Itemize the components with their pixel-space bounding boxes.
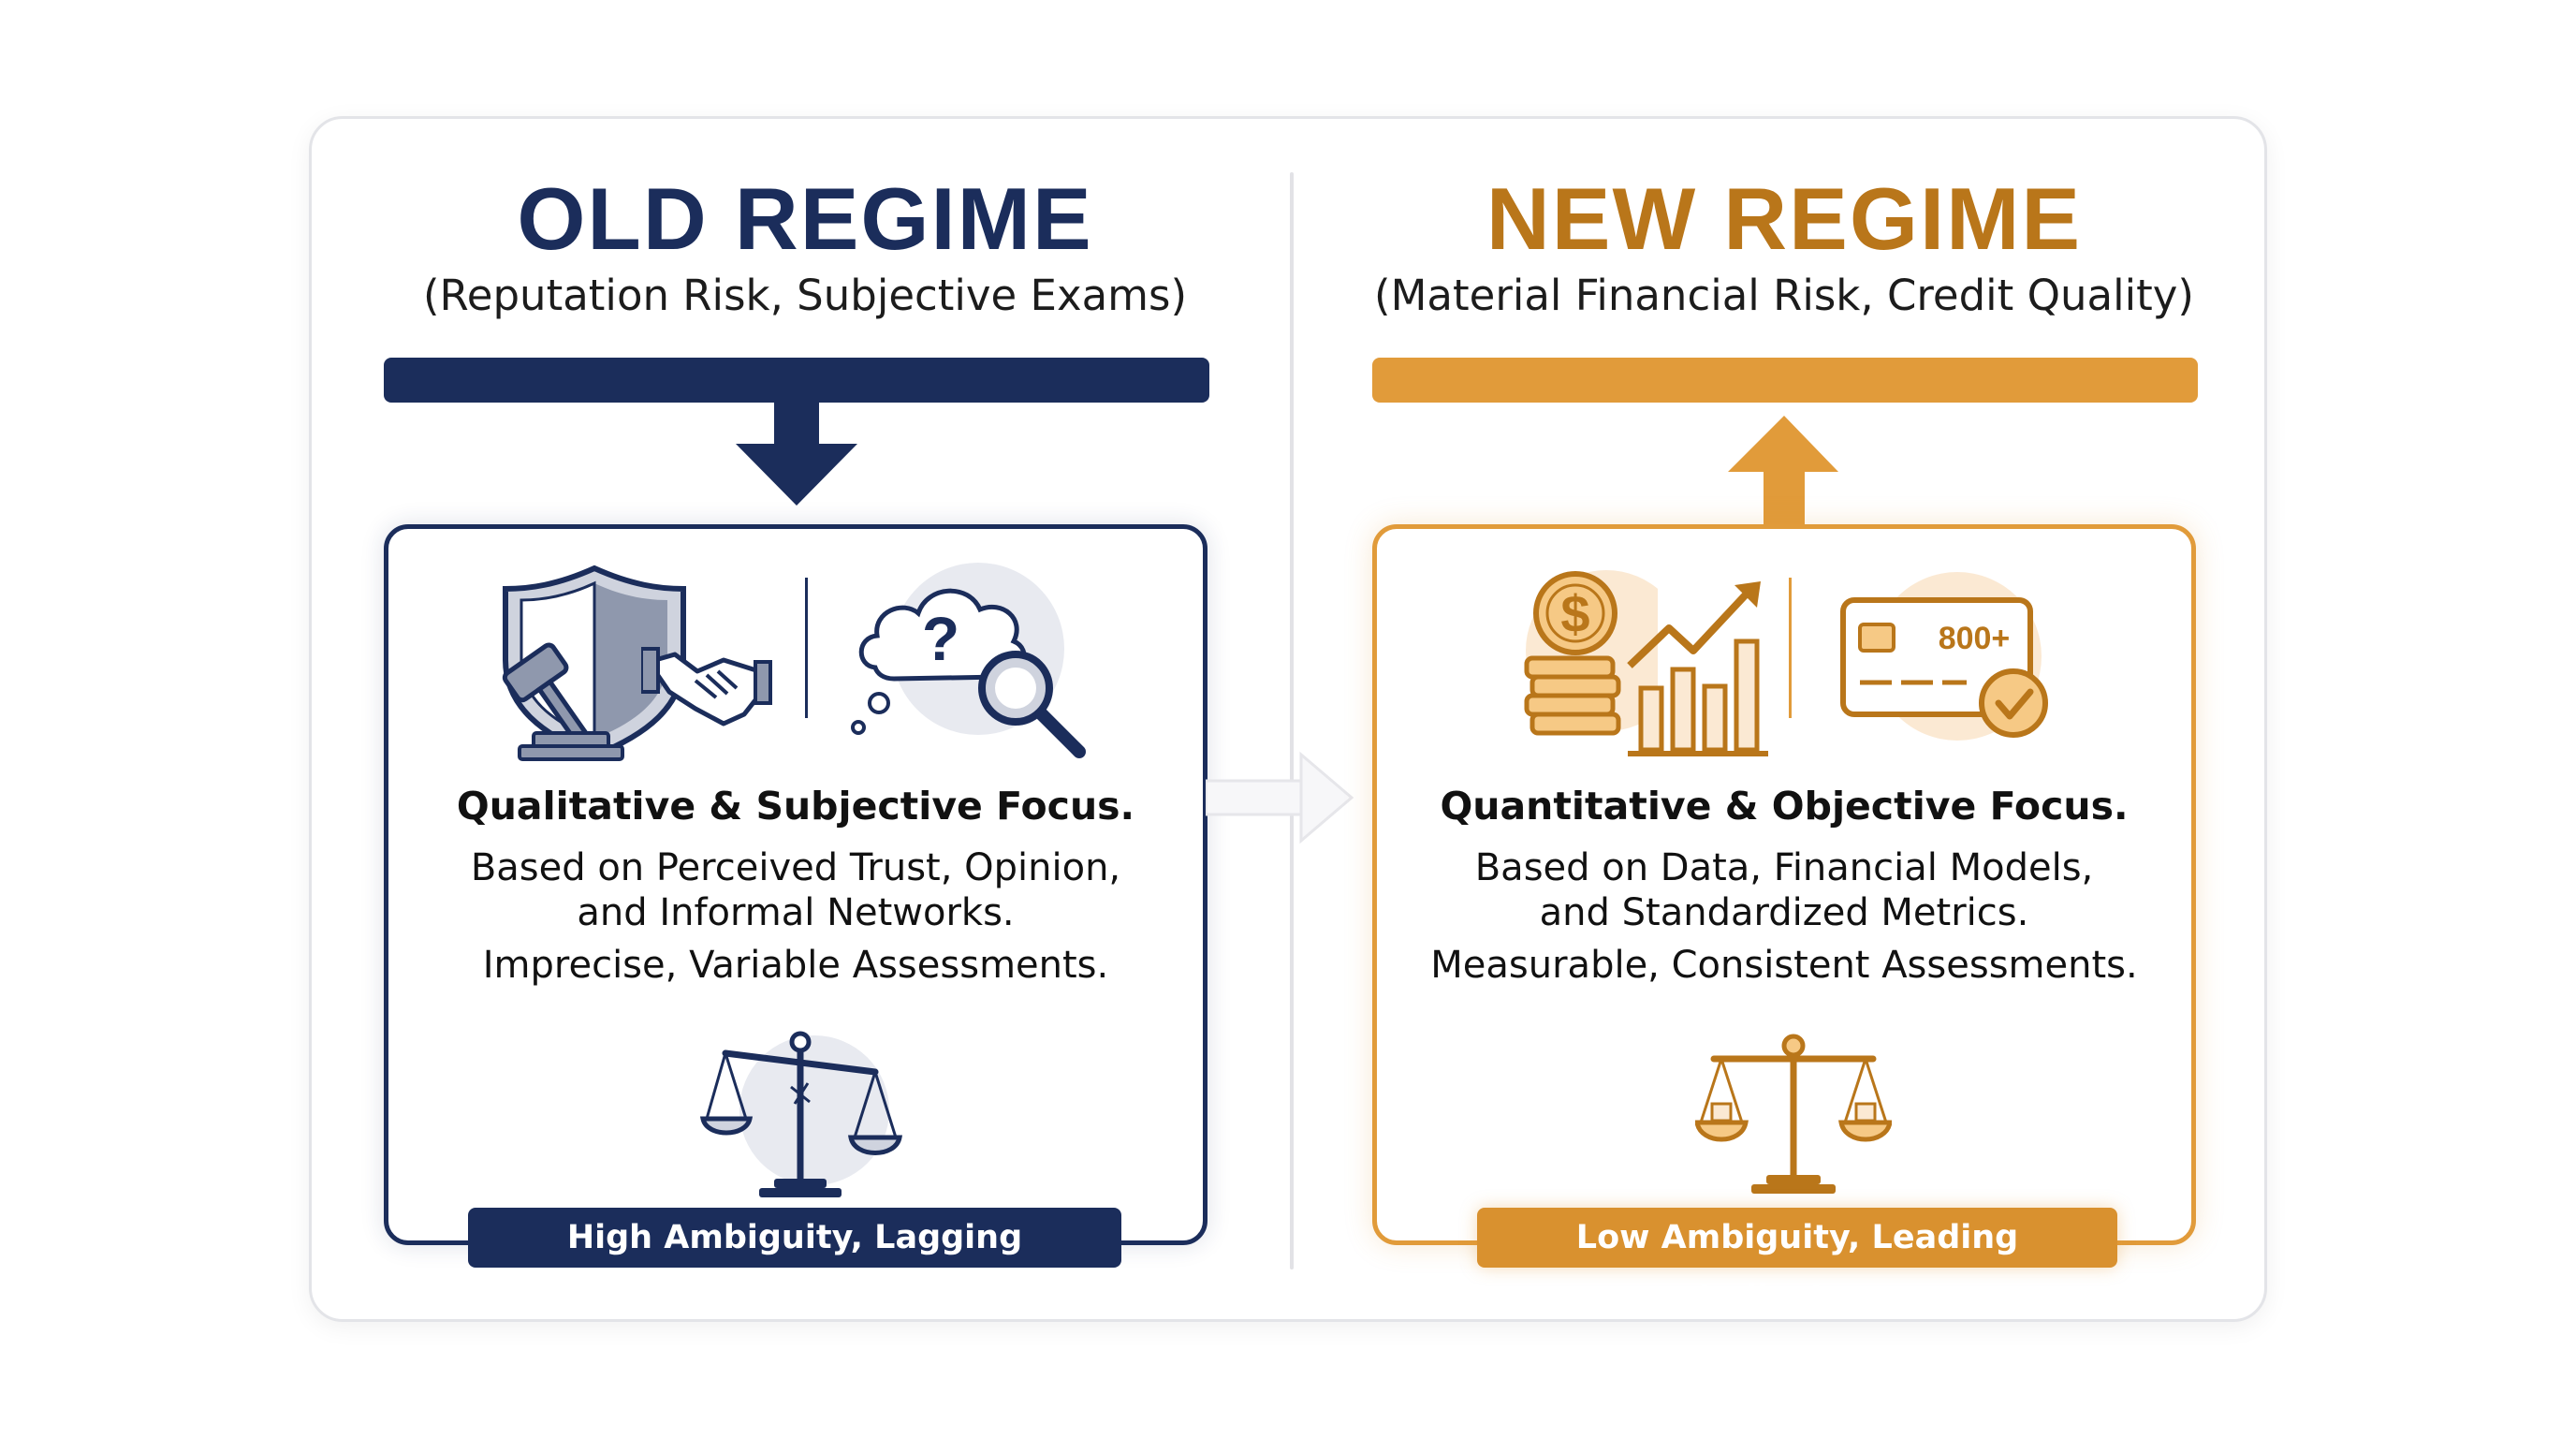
up-arrow-icon <box>1728 416 1838 524</box>
trend-arrow-icon <box>1627 590 1750 668</box>
magnifier-icon <box>978 651 1086 758</box>
credit-score: 800+ <box>1939 621 2011 656</box>
center-divider <box>1290 172 1294 1269</box>
old-focus-heading: Qualitative & Subjective Focus. <box>456 784 1135 829</box>
new-regime-bar <box>1372 358 2198 403</box>
bar-chart-icon <box>1627 581 1768 756</box>
icon-separator <box>1789 578 1792 718</box>
icon-separator <box>805 578 808 718</box>
old-description-line-2: and Informal Networks. <box>577 891 1015 934</box>
gavel-icon <box>502 642 624 761</box>
dollar-icon: $ <box>1560 584 1589 643</box>
old-assessment: Imprecise, Variable Assessments. <box>482 944 1109 987</box>
handshake-icon <box>641 647 772 726</box>
new-description-line-2: and Standardized Metrics. <box>1539 891 2029 934</box>
new-focus-heading: Quantitative & Objective Focus. <box>1440 784 2129 829</box>
new-description-line-1: Based on Data, Financial Models, <box>1474 846 2094 889</box>
new-description: Based on Data, Financial Models, and Sta… <box>1377 845 2191 935</box>
old-description: Based on Perceived Trust, Opinion, and I… <box>388 845 1203 935</box>
old-description-line-1: Based on Perceived Trust, Opinion, <box>470 846 1121 889</box>
coin-stack-icon: $ <box>1524 570 1658 736</box>
new-regime-badge: Low Ambiguity, Leading Indicators. <box>1477 1208 2117 1316</box>
check-icon <box>1995 688 2034 720</box>
old-regime-title: OLD REGIME <box>517 169 1093 268</box>
new-regime-panel: $ 800+ Quantitative & Objective Focus. B… <box>1372 524 2196 1245</box>
unbalanced-scale-icon <box>699 1031 903 1197</box>
question-mark-icon: ? <box>922 604 959 673</box>
new-assessment: Measurable, Consistent Assessments. <box>1430 944 2138 987</box>
right-arrow-icon <box>1206 751 1354 844</box>
new-regime-title: NEW REGIME <box>1486 169 2083 268</box>
credit-card-icon: 800+ <box>1840 572 2048 741</box>
balanced-scale-icon <box>1695 1034 1892 1194</box>
old-regime-badge: High Ambiguity, Lagging Indicators. <box>468 1208 1121 1316</box>
old-regime-panel: ? Qualitative & Subjective Focus. Based … <box>384 524 1208 1245</box>
old-regime-bar <box>384 358 1209 403</box>
down-arrow-icon <box>736 403 857 506</box>
old-regime-subtitle: (Reputation Risk, Subjective Exams) <box>423 271 1187 320</box>
new-regime-subtitle: (Material Financial Risk, Credit Quality… <box>1374 271 2194 320</box>
